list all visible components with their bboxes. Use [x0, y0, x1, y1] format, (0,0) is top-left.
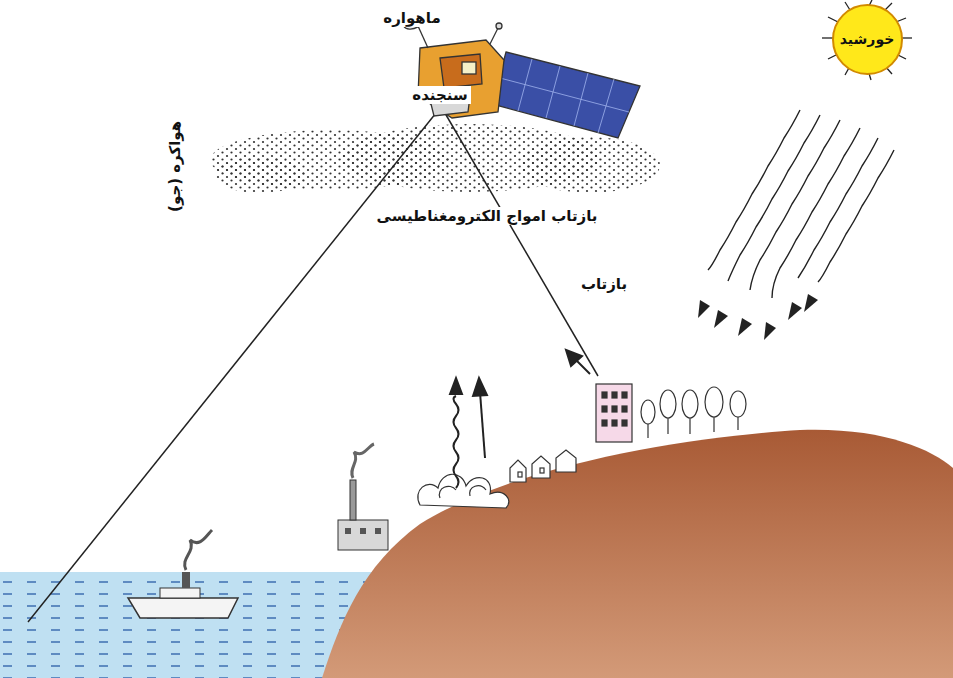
sun-ray-heads [698, 294, 818, 340]
land [322, 430, 953, 678]
part-label: بازتاب [578, 275, 630, 294]
sun-label: خورشید [840, 31, 895, 47]
sun-corona [822, 0, 912, 80]
trees [641, 387, 746, 438]
building [596, 384, 632, 442]
reflection-arrows [450, 350, 590, 488]
sun-circle: خورشید [832, 4, 903, 75]
part-label: سنجنده [409, 86, 470, 105]
factory [338, 444, 388, 550]
houses [510, 450, 576, 482]
atmosphere-cloud [210, 124, 660, 193]
part-label: ماهواره [380, 9, 443, 28]
sensor-view-lines [28, 108, 598, 622]
part-label: بازتاب امواج الکترومغناطیسی [374, 207, 601, 226]
sun-rays [708, 110, 894, 298]
atmosphere-label: هواکره (جو) [167, 117, 186, 214]
forest [418, 474, 509, 508]
ship [128, 530, 238, 618]
